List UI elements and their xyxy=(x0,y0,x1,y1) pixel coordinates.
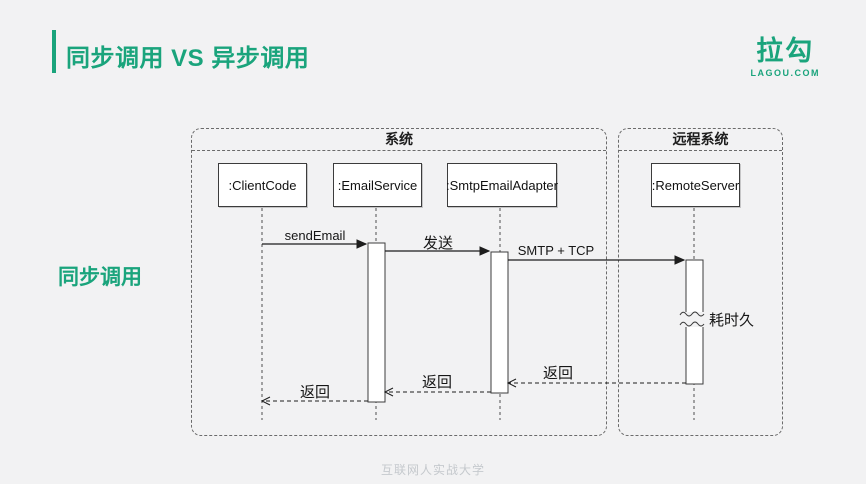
participant-remoteserver: :RemoteServer xyxy=(651,163,740,207)
participant-emailservice: :EmailService xyxy=(333,163,422,207)
sync-call-label: 同步调用 xyxy=(58,266,142,289)
lagou-logo: 拉勾 LAGOU.COM xyxy=(750,36,821,79)
title-accent-bar xyxy=(52,30,56,73)
page-title: 同步调用 VS 异步调用 xyxy=(66,45,310,72)
message-sendemail: sendEmail xyxy=(284,228,346,243)
return-arrows xyxy=(260,378,686,406)
message-return-remote: 返回 xyxy=(542,365,573,382)
message-send: 发送 xyxy=(422,235,453,252)
participant-clientcode: :ClientCode xyxy=(218,163,307,207)
message-smtp-tcp: SMTP + TCP xyxy=(517,243,595,258)
sync-arrows xyxy=(262,239,686,265)
duration-break xyxy=(679,311,705,327)
frame-system-title: 系统 xyxy=(192,129,606,151)
participant-smtpemailadapter: :SmtpEmailAdapter xyxy=(446,163,558,207)
logo-subtext: LAGOU.COM xyxy=(750,68,820,78)
frame-remote-system: 远程系统 xyxy=(618,128,783,436)
frame-remote-system-title: 远程系统 xyxy=(619,129,782,151)
message-return-smtp: 返回 xyxy=(421,374,452,391)
message-return-email: 返回 xyxy=(299,384,330,401)
logo-text: 拉勾 xyxy=(756,36,815,66)
frame-system: 系统 xyxy=(191,128,607,436)
time-consuming-label: 耗时久 xyxy=(709,312,755,329)
footer-watermark: 互联网人实战大学 xyxy=(380,463,485,477)
